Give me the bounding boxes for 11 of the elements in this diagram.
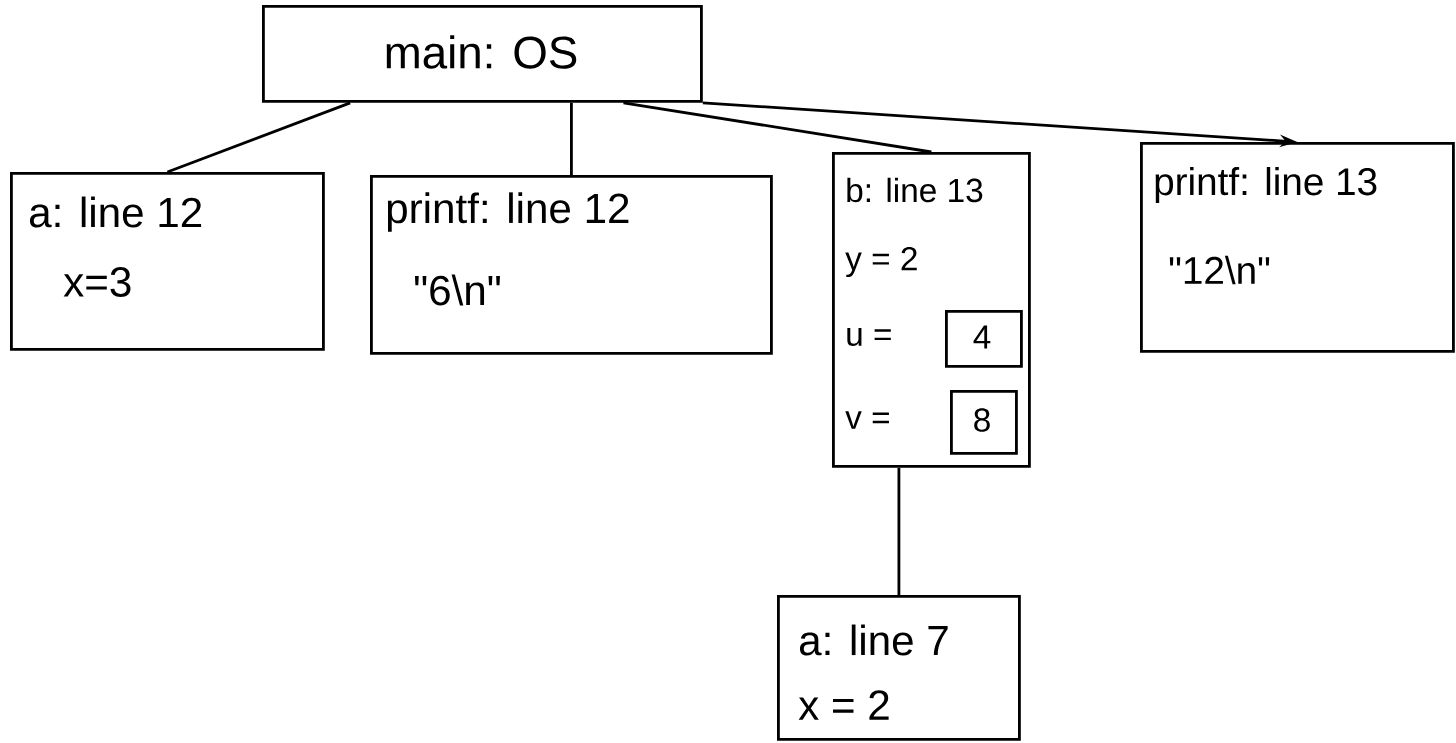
connector (623, 101, 932, 154)
value-box: 8 (950, 390, 1018, 455)
connector (166, 101, 351, 174)
value-box: 4 (945, 310, 1023, 368)
frame-box: a: line 12 x=3 (10, 172, 325, 351)
frame-box: main: OS (262, 5, 703, 103)
connector (570, 102, 573, 175)
frame-box: printf: line 12 "6\n" (370, 175, 773, 355)
connector (897, 467, 901, 595)
frame-box: printf: line 13 "12\n" (1140, 142, 1455, 353)
frame-box: a: line 7 x = 2 (777, 595, 1021, 741)
